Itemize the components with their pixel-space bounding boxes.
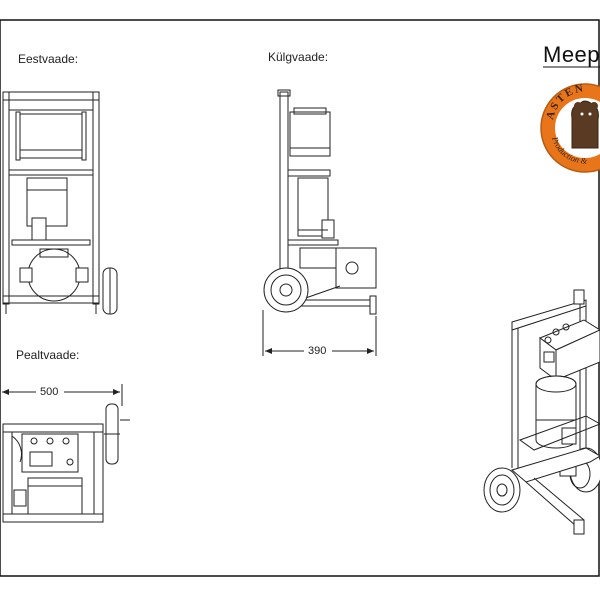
- isometric-view-drawing: [483, 289, 600, 535]
- sheet-border: [0, 19, 600, 577]
- side-view-drawing: [262, 89, 377, 356]
- top-view-drawing: [0, 384, 130, 523]
- company-logo: ASTEN Production &: [540, 82, 600, 173]
- front-view-label: Eestvaade:: [18, 52, 79, 66]
- side-view-label: Külgvaade:: [268, 50, 329, 64]
- top-view-label: Pealtvaade:: [16, 348, 80, 362]
- drawing-title: Meep: [543, 42, 600, 67]
- side-width-dimension: 390: [305, 345, 330, 357]
- top-width-dimension: 500: [37, 386, 62, 398]
- front-view-drawing: [2, 91, 118, 315]
